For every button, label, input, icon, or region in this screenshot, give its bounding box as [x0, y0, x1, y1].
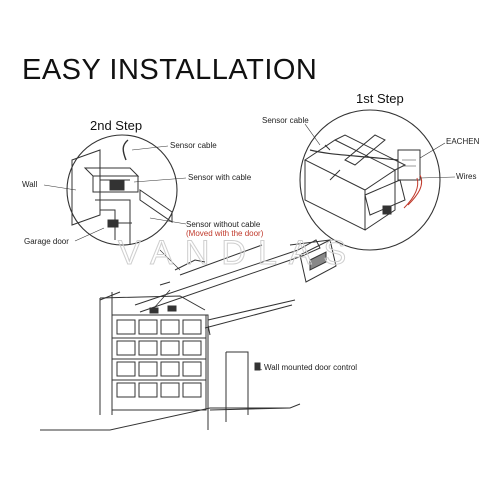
watermark: VANDLAS [118, 234, 358, 272]
step2-label: 2nd Step [90, 118, 143, 133]
wall-callout: Wall [22, 180, 38, 189]
step1-sensor-cable-callout: Sensor cable [262, 116, 309, 125]
step2-sensor-cable-callout: Sensor cable [170, 141, 217, 150]
step1-label: 1st Step [356, 91, 404, 106]
sensor-without-cable-callout: Sensor without cable [186, 220, 261, 229]
wires-callout: Wires [456, 172, 477, 181]
wall-control-callout: Wall mounted door control [264, 363, 358, 372]
sensor-with-cable-callout: Sensor with cable [188, 173, 252, 182]
step1-detail-circle [299, 109, 441, 251]
garage-door-callout: Garage door [24, 237, 69, 246]
step2-detail-circle [66, 134, 178, 246]
page-title: EASY INSTALLATION [22, 54, 318, 86]
moved-with-door-callout: (Moved with the door) [186, 229, 264, 238]
eachen-callout: EACHEN [446, 137, 480, 146]
garage-scene [40, 239, 337, 431]
